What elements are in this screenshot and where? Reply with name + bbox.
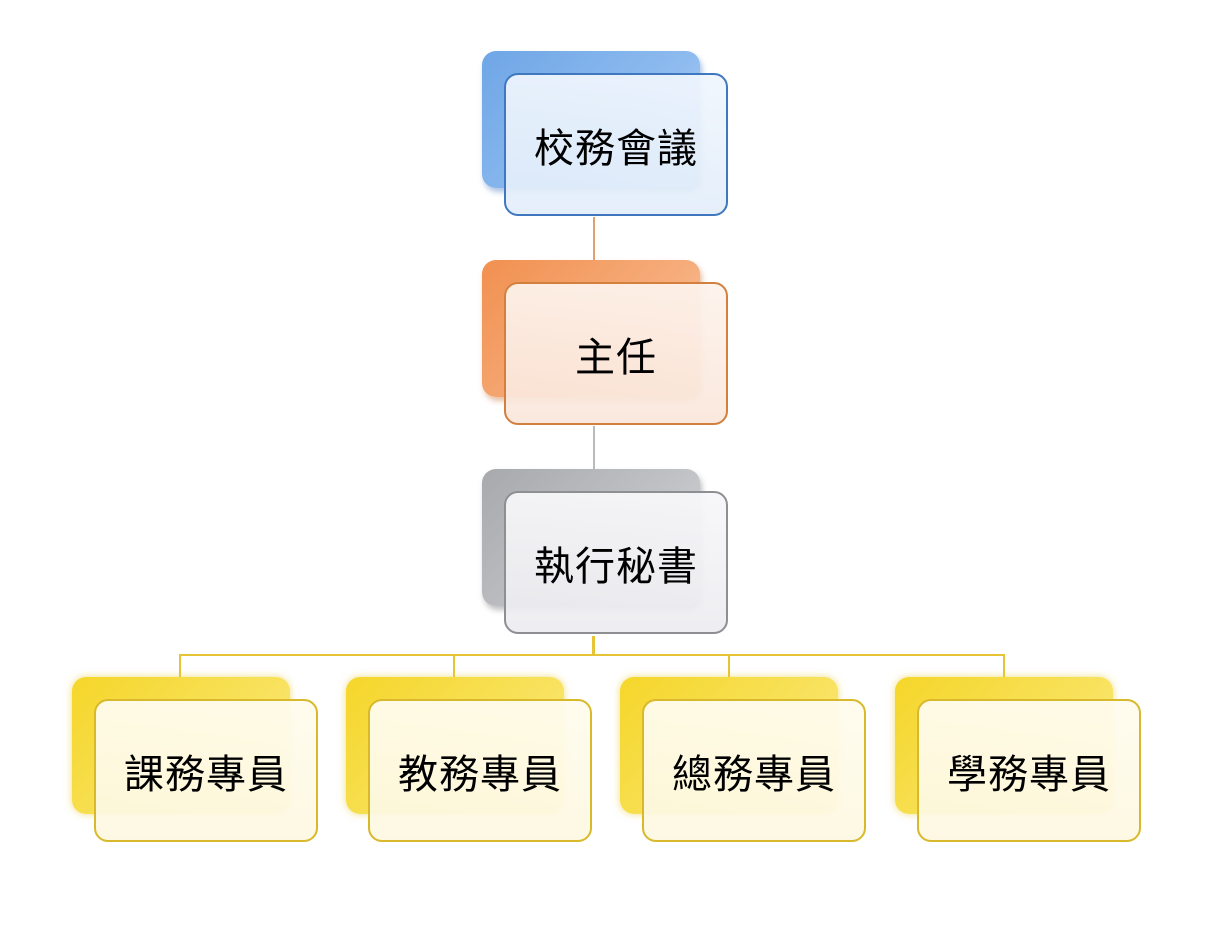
node-secretary-label: 執行秘書 — [534, 543, 698, 590]
node-director-box: 主任 — [504, 282, 728, 425]
connector-drop-student — [1003, 654, 1005, 699]
connector-horizontal-bus — [179, 654, 1005, 656]
node-academic-officer: 教務專員 — [346, 677, 596, 846]
node-course-officer-box: 課務專員 — [94, 699, 318, 842]
node-council-box: 校務會議 — [504, 73, 728, 216]
node-general-officer: 總務專員 — [620, 677, 870, 846]
node-director-label: 主任 — [575, 334, 657, 381]
connector-drop-academic — [453, 654, 455, 699]
connector-council-director — [593, 217, 595, 282]
connector-director-secretary — [593, 426, 595, 491]
node-academic-officer-label: 教務專員 — [398, 751, 562, 798]
node-course-officer: 課務專員 — [72, 677, 322, 846]
node-council: 校務會議 — [482, 51, 732, 220]
connector-drop-course — [179, 654, 181, 699]
node-secretary: 執行秘書 — [482, 469, 732, 638]
node-general-officer-box: 總務專員 — [642, 699, 866, 842]
node-student-officer-label: 學務專員 — [947, 751, 1111, 798]
node-director: 主任 — [482, 260, 732, 429]
node-student-officer: 學務專員 — [895, 677, 1145, 846]
node-course-officer-label: 課務專員 — [124, 751, 288, 798]
node-general-officer-label: 總務專員 — [672, 751, 836, 798]
node-council-label: 校務會議 — [534, 125, 698, 172]
node-academic-officer-box: 教務專員 — [368, 699, 592, 842]
node-student-officer-box: 學務專員 — [917, 699, 1141, 842]
connector-secretary-trunk — [592, 636, 595, 656]
connector-drop-general — [728, 654, 730, 699]
node-secretary-box: 執行秘書 — [504, 491, 728, 634]
